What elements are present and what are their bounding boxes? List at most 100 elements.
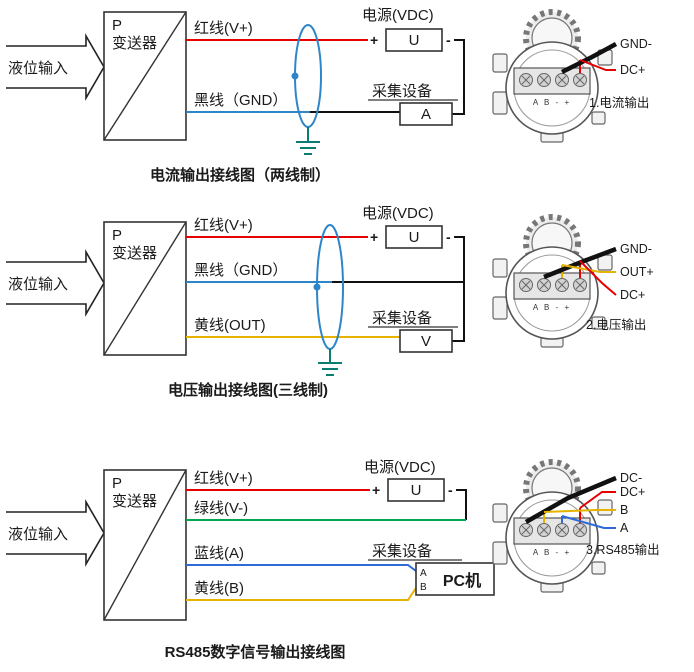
collector-box <box>399 102 453 126</box>
device-illustration-current: A B - + GND- DC+ 1.电流输出 <box>492 9 652 143</box>
mount-tab <box>492 296 508 320</box>
mount-tab <box>591 316 606 330</box>
terminal-marks: A B - + <box>533 98 571 107</box>
minus-sign: - <box>446 229 451 245</box>
input-label: 液位输入 <box>8 526 68 543</box>
transmitter-diagonal <box>103 11 187 141</box>
input-label: 液位输入 <box>8 276 68 293</box>
minus-sign: - <box>448 482 453 498</box>
collector-unit: PC机 <box>443 571 481 590</box>
terminal-screws <box>519 278 587 292</box>
input-label: 液位输入 <box>8 60 68 77</box>
collector-title: 采集设备 <box>372 310 432 327</box>
power-title: 电源(VDC) <box>362 205 434 222</box>
section-voltage-output: 液位输入 P 变送器 红线(V+) 电源(VDC) U + - 黑线（GND） … <box>6 205 465 399</box>
device-illustration-voltage: A B - + GND- OUT+ DC+ 2.电压输出 <box>492 214 654 348</box>
shield-dot <box>291 72 299 80</box>
return-wire <box>452 236 465 342</box>
mount-tab <box>591 561 606 575</box>
terminal-marks: A B - + <box>533 303 571 312</box>
collector-title: 采集设备 <box>372 83 432 100</box>
mount-tab <box>597 499 613 516</box>
collector-box <box>399 329 453 353</box>
section-caption: RS485数字信号输出接线图 <box>165 643 346 661</box>
mount-tab <box>492 541 508 565</box>
section-caption: 电压输出接线图(三线制) <box>168 381 328 399</box>
red-wire-label: 红线(V+) <box>194 470 253 487</box>
device-illustration-rs485: A B - + DC- DC+ B A 3.RS485输出 <box>492 459 660 593</box>
dc-plus-lead <box>579 491 616 509</box>
transmitter-name-label: 变送器 <box>112 35 157 52</box>
power-unit: U <box>409 32 420 49</box>
illustration-caption: 3.RS485输出 <box>586 542 660 557</box>
power-cable <box>543 246 617 280</box>
terminal-screws <box>519 73 587 87</box>
out-plus-lead <box>561 264 616 273</box>
mount-tab <box>492 503 508 523</box>
mount-tab <box>492 91 508 115</box>
transmitter-p-label: P <box>112 17 122 34</box>
section-rs485-output: 液位输入 P 变送器 红线(V+) 电源(VDC) U + - 绿线(V-) 蓝… <box>6 459 495 661</box>
power-cable <box>560 42 618 75</box>
power-unit: U <box>409 229 420 246</box>
power-box <box>385 225 443 249</box>
gnd-wire-label: 黑线（GND） <box>194 262 287 279</box>
mount-tab <box>591 111 606 125</box>
ground-symbol <box>296 127 320 155</box>
dc-plus-lead <box>579 260 617 296</box>
yellow-wire-label: 黄线(B) <box>194 580 244 597</box>
transmitter-p-label: P <box>112 475 122 492</box>
transmitter-diagonal <box>103 469 187 621</box>
pc-box <box>415 562 495 596</box>
terminal-screws <box>519 523 587 537</box>
plus-sign: + <box>370 32 378 48</box>
mount-tab <box>492 53 508 73</box>
terminal-label: DC- <box>620 471 642 485</box>
terminal-label: DC+ <box>620 485 645 499</box>
terminal-label: DC+ <box>620 63 645 77</box>
terminal-label: DC+ <box>620 288 645 302</box>
plus-sign: + <box>372 482 380 498</box>
pc-port-a: A <box>420 568 427 579</box>
collector-unit: A <box>421 106 431 123</box>
transmitter-name-label: 变送器 <box>112 493 157 510</box>
transmitter-diagonal <box>103 221 187 356</box>
terminal-label: B <box>620 503 628 517</box>
terminal-label: OUT+ <box>620 265 654 279</box>
transmitter-name-label: 变送器 <box>112 245 157 262</box>
collector-unit: V <box>421 333 431 350</box>
terminal-label: GND- <box>620 242 652 256</box>
illustration-caption: 2.电压输出 <box>586 317 646 332</box>
section-current-output: 液位输入 P 变送器 红线(V+) 电源(VDC) U + - 黑线（GND） … <box>6 7 465 184</box>
b-lead <box>543 509 616 513</box>
blue-wire <box>186 564 417 572</box>
power-title: 电源(VDC) <box>362 7 434 24</box>
shield-ellipse <box>316 224 344 350</box>
out-wire-label: 黄线(OUT) <box>194 317 266 334</box>
transmitter-p-label: P <box>112 227 122 244</box>
gnd-wire-label: 黑线（GND） <box>194 92 287 109</box>
return-wire <box>452 39 465 115</box>
a-lead <box>561 515 616 529</box>
blue-wire-label: 蓝线(A) <box>194 545 244 562</box>
collector-title: 采集设备 <box>372 543 432 560</box>
pc-port-b: B <box>420 582 427 593</box>
plus-sign: + <box>370 229 378 245</box>
section-caption: 电流输出接线图（两线制） <box>150 166 330 184</box>
terminal-marks: A B - + <box>533 548 571 557</box>
red-wire-label: 红线(V+) <box>194 20 253 37</box>
red-wire-label: 红线(V+) <box>194 217 253 234</box>
green-wire-label: 绿线(V-) <box>194 500 248 517</box>
terminal-label: A <box>620 521 629 535</box>
power-cable <box>524 475 617 524</box>
terminal-label: GND- <box>620 37 652 51</box>
minus-sign: - <box>446 32 451 48</box>
power-title: 电源(VDC) <box>364 459 436 476</box>
power-box <box>387 478 445 502</box>
yellow-wire <box>186 587 417 601</box>
return-wire <box>456 489 467 520</box>
dc-plus-lead <box>579 59 616 71</box>
illustration-caption: 1.电流输出 <box>589 95 649 110</box>
